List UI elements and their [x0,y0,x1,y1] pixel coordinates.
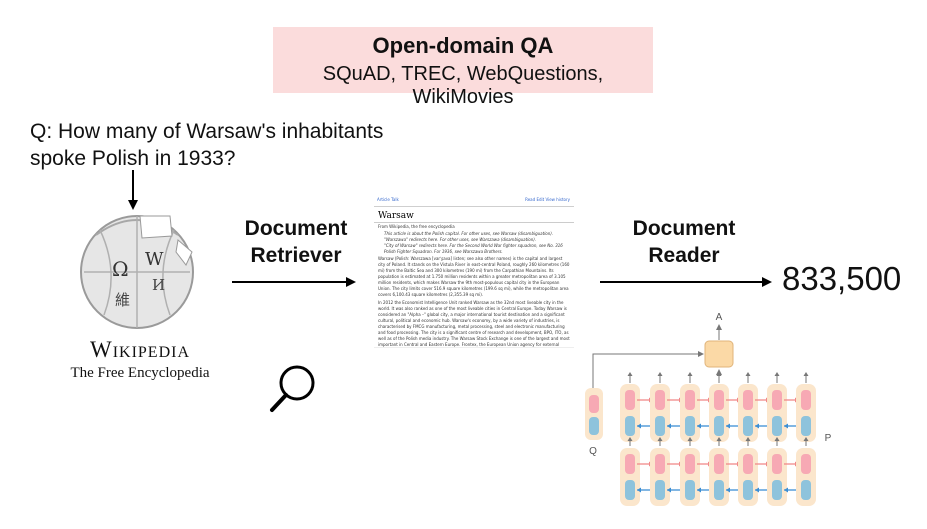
wikipedia-tagline: The Free Encyclopedia [70,365,210,381]
layer-connector-head [716,437,722,441]
passage-cell-forward [772,454,782,474]
passage-cell-backward [655,416,665,436]
wikipedia-article-screenshot: Article Talk Read Edit View history Wars… [374,195,574,348]
passage-cell-forward [625,454,635,474]
reader-label: Document Reader [615,215,753,269]
passage-cell-forward [714,454,724,474]
question-line-2: spoke Polish in 1933? [30,147,236,170]
wikipedia-globe-icon: Ω W И 維 [80,215,194,329]
reader-label-line-2: Reader [648,244,720,267]
passage-cell-forward [743,454,753,474]
output-node [704,340,734,368]
reader-label-line-1: Document [632,217,736,240]
top-connector-head [745,372,751,376]
passage-cell-backward [625,416,635,436]
article-tab-right: Read Edit View history [525,197,570,202]
article-hatnote-2: "Warszawa" redirects here. For other use… [384,237,537,242]
question-cell-blue [589,417,599,435]
layer-connector-head [745,437,751,441]
layer-connector-head [687,437,693,441]
answer-text: 833,500 [782,260,902,297]
article-hatnote-1: This article is about the Polish capital… [384,231,554,236]
backward-arrowhead [637,423,641,429]
globe-glyph-1: Ω [112,257,129,281]
retriever-label-line-2: Retriever [250,244,342,267]
title-main: Open-domain QA [372,33,554,58]
layer-connector-head [627,437,633,441]
passage-cell-backward [685,416,695,436]
passage-cell-forward [772,390,782,410]
top-connector-head [627,372,633,376]
passage-cell-forward [714,390,724,410]
passage-cell-forward [685,454,695,474]
passage-cell-backward [625,480,635,500]
backward-arrowhead [755,487,759,493]
passage-cell-forward [685,390,695,410]
backward-arrowhead [637,487,641,493]
article-hatnote-3: "City of Warsaw" redirects here. For the… [384,243,563,254]
label-q: Q [589,446,597,457]
reader-network: A Q P [585,312,832,506]
layer-connector-head [803,437,809,441]
passage-cell-forward [801,454,811,474]
globe-glyph-2: W [145,249,164,270]
passage-cell-forward [655,454,665,474]
question-line-1: Q: How many of Warsaw's inhabitants [30,120,384,143]
label-a: A [716,312,723,323]
magnifying-glass-icon [270,365,315,412]
globe-glyph-3: И [152,276,165,294]
layer-connector-head [657,437,663,441]
passage-cell-backward [685,480,695,500]
question-text: Q: How many of Warsaw's inhabitants spok… [30,118,430,172]
backward-arrowhead [667,423,671,429]
article-tabs: Article Talk Read Edit View history [374,195,574,207]
article-source: From Wikipedia, the free encyclopedia [378,224,455,229]
passage-cell-backward [655,480,665,500]
article-tab-left: Article Talk [377,197,399,202]
top-connector-head [803,372,809,376]
top-connector-head [687,372,693,376]
top-connector-head [774,372,780,376]
passage-cell-forward [801,390,811,410]
backward-arrowhead [784,423,788,429]
wikipedia-wordmark: Wikipedia The Free Encyclopedia [60,337,220,382]
layer-connector-head [774,437,780,441]
backward-arrowhead [784,487,788,493]
backward-arrowhead [667,487,671,493]
article-paragraph-1: Warsaw (Polish: Warszawa [varˈʂava] list… [378,256,570,297]
backward-arrowhead [726,423,730,429]
article-paragraph-2: In 2012 the Economist Intelligence Unit … [378,300,570,347]
backward-arrowhead [697,423,701,429]
backward-arrowhead [726,487,730,493]
backward-arrowhead [697,487,701,493]
passage-cell-forward [625,390,635,410]
question-cell-pink [589,395,599,413]
passage-cell-backward [743,480,753,500]
label-p: P [825,433,832,444]
title-datasets: SQuAD, TREC, WebQuestions, WikiMovies [322,63,604,108]
globe-glyph-4: 維 [115,291,130,309]
passage-cell-backward [743,416,753,436]
passage-cell-forward [655,390,665,410]
article-title: Warsaw [374,207,574,223]
passage-cell-backward [801,480,811,500]
passage-cell-backward [772,480,782,500]
title-box: Open-domain QA SQuAD, TREC, WebQuestions… [273,27,653,108]
wikipedia-name: Wikipedia [89,337,191,362]
backward-arrowhead [755,423,759,429]
retriever-label: Document Retriever [232,215,360,269]
passage-cell-backward [772,416,782,436]
passage-cell-forward [743,390,753,410]
passage-cell-backward [801,416,811,436]
passage-cell-backward [714,416,724,436]
top-connector-head [657,372,663,376]
passage-cell-backward [714,480,724,500]
retriever-label-line-1: Document [244,217,348,240]
